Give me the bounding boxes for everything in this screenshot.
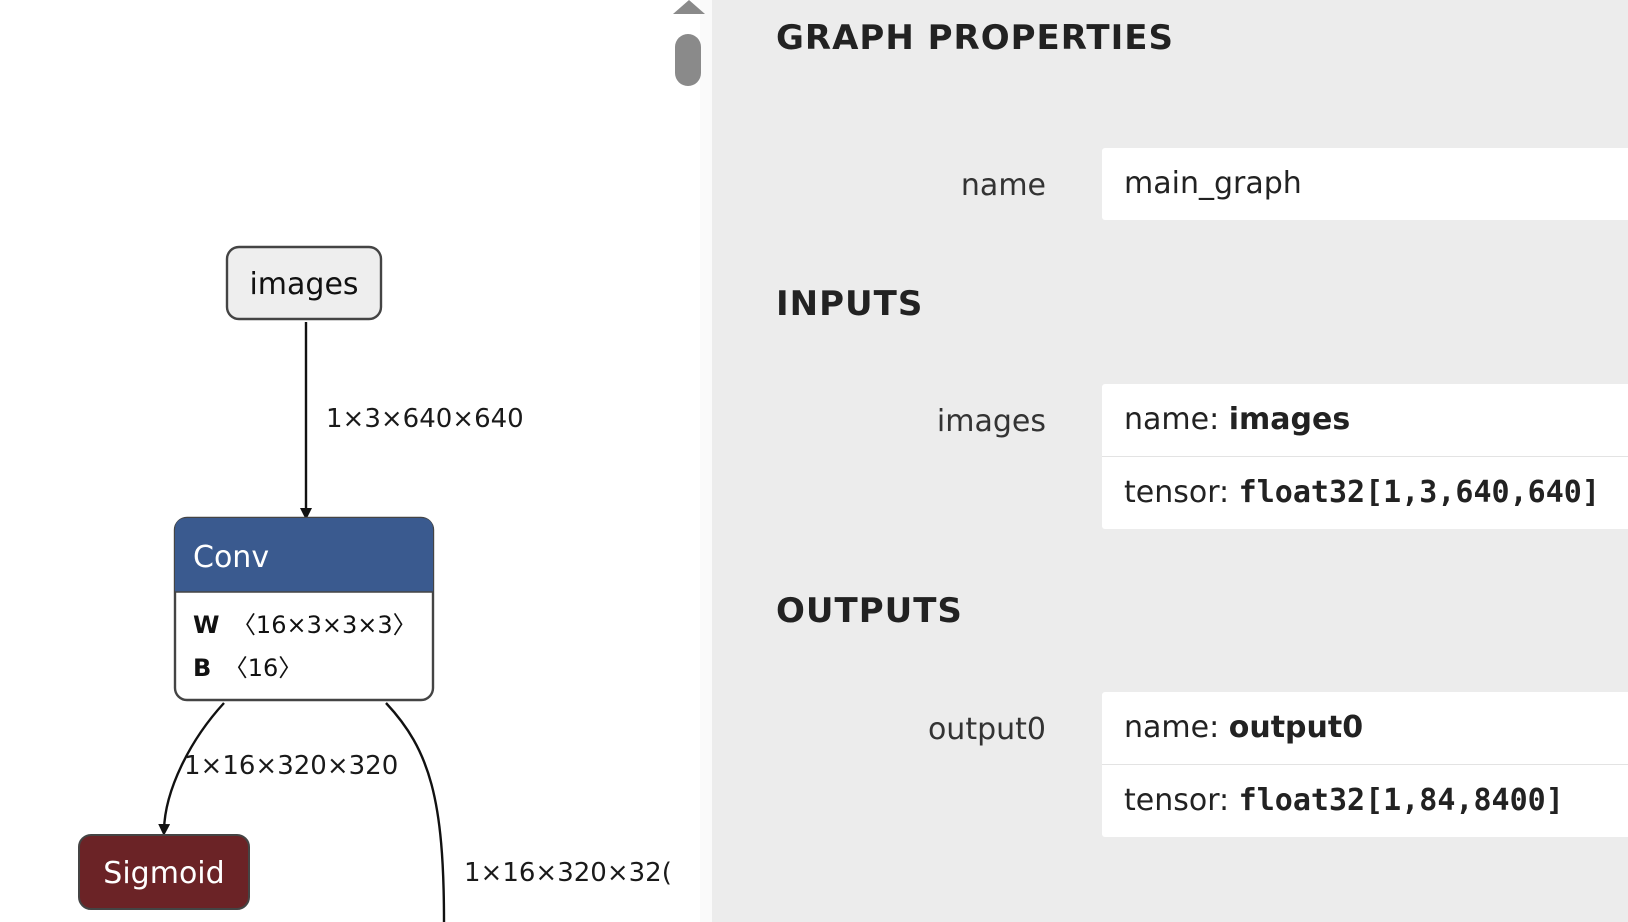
conv-attr-w: W 〈16×3×3×3〉	[193, 611, 417, 639]
conv-attr-b-value: 〈16〉	[224, 654, 303, 682]
node-conv[interactable]: Conv W 〈16×3×3×3〉 B 〈16〉	[173, 516, 435, 702]
node-sigmoid[interactable]: Sigmoid	[78, 834, 250, 910]
edge-conv-to-other	[385, 702, 446, 922]
input-images-box[interactable]: name: images tensor: float32[1,3,640,640…	[1102, 384, 1628, 529]
input-images-name-row[interactable]: name: images	[1102, 384, 1628, 456]
pane-divider[interactable]	[700, 0, 712, 922]
output-output0-box[interactable]: name: output0 tensor: float32[1,84,8400]	[1102, 692, 1628, 837]
graph-name-label: name	[960, 168, 1046, 203]
output-output0-name: output0	[1228, 710, 1364, 745]
scrollbar-thumb[interactable]	[675, 34, 701, 86]
input-images-name: images	[1228, 402, 1351, 437]
edge-label-conv-to-other: 1×16×320×32(	[464, 858, 672, 888]
output-output0-tensor: float32[1,84,8400]	[1238, 783, 1564, 818]
panel-title: GRAPH PROPERTIES	[776, 18, 1174, 58]
input-images-tensor: float32[1,3,640,640]	[1238, 475, 1600, 510]
node-sigmoid-label: Sigmoid	[103, 856, 224, 891]
name-prefix: name:	[1124, 402, 1229, 437]
graph-svg[interactable]: 1×3×640×640 1×16×320×320 1×16×320×32( im…	[0, 0, 712, 922]
conv-attr-w-key: W	[193, 611, 219, 639]
input-images-label: images	[936, 404, 1046, 439]
node-images[interactable]: images	[225, 245, 383, 321]
outputs-section-title: OUTPUTS	[776, 591, 963, 631]
graph-name-box[interactable]: main_graph	[1102, 148, 1628, 220]
conv-attr-b-key: B	[193, 654, 211, 682]
edge-conv-to-sigmoid	[158, 702, 225, 836]
input-images-tensor-row[interactable]: tensor: float32[1,3,640,640]	[1102, 456, 1628, 529]
conv-attr-b: B 〈16〉	[193, 654, 302, 682]
inputs-section-title: INPUTS	[776, 284, 924, 324]
graph-properties-panel: GRAPH PROPERTIES name main_graph INPUTS …	[712, 0, 1628, 922]
graph-canvas[interactable]: 1×3×640×640 1×16×320×320 1×16×320×32( im…	[0, 0, 712, 922]
node-images-label: images	[249, 267, 358, 302]
edge-label-images-to-conv: 1×3×640×640	[326, 404, 524, 434]
scroll-up-arrow-icon[interactable]	[673, 0, 705, 14]
edge-label-conv-to-sigmoid: 1×16×320×320	[184, 751, 398, 781]
tensor-prefix: tensor:	[1124, 475, 1239, 510]
name-prefix: name:	[1124, 710, 1229, 745]
output-output0-name-row[interactable]: name: output0	[1102, 692, 1628, 764]
output-output0-tensor-row[interactable]: tensor: float32[1,84,8400]	[1102, 764, 1628, 837]
tensor-prefix: tensor:	[1124, 783, 1239, 818]
output-output0-label: output0	[927, 712, 1046, 747]
graph-name-value[interactable]: main_graph	[1124, 166, 1302, 201]
conv-attr-w-value: 〈16×3×3×3〉	[232, 611, 417, 639]
node-conv-label: Conv	[193, 540, 269, 575]
